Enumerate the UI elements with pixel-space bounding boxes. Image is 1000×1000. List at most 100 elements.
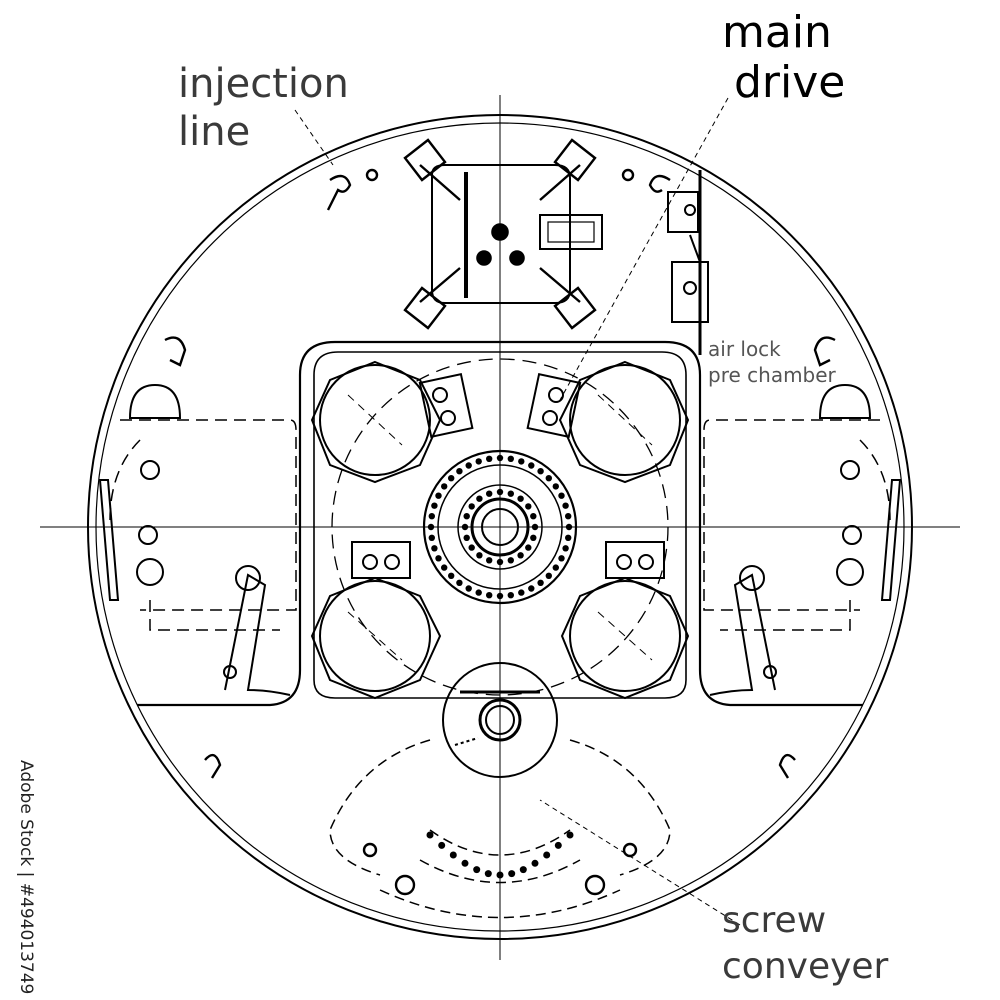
- outer-bolt: [537, 579, 544, 586]
- inner-bolt: [496, 558, 504, 566]
- injection-line-label-1: injection: [178, 61, 349, 107]
- bolt-ring-outer: [427, 454, 573, 600]
- outer-bolt: [441, 483, 448, 490]
- screw-conveyer-leader: [539, 799, 741, 926]
- segment-erector: [329, 739, 671, 919]
- erector-bolt: [554, 841, 562, 849]
- main-bearing: [422, 449, 578, 605]
- inner-bolt: [517, 552, 524, 559]
- outer-bolt: [552, 564, 559, 571]
- erector-bolt: [519, 866, 527, 874]
- right-gantry: [703, 419, 891, 631]
- main-drive-label-2: drive: [734, 57, 846, 108]
- outer-bolt: [448, 475, 455, 482]
- outer-bolt: [465, 585, 472, 592]
- inner-bolt: [530, 513, 537, 520]
- outer-bolt: [558, 555, 565, 562]
- inner-bolt: [486, 490, 493, 497]
- outer-bolt: [428, 513, 435, 520]
- outer-bolt: [562, 545, 569, 552]
- outer-bolt: [475, 589, 482, 596]
- outer-bolt: [456, 468, 463, 475]
- bolt-ring-inner: [461, 488, 539, 566]
- screw-conveyer-tube: [442, 662, 558, 778]
- erector-bolt: [461, 859, 469, 867]
- inner-bolt: [476, 495, 483, 502]
- outer-bolt: [562, 502, 569, 509]
- outer-bolt: [486, 455, 493, 462]
- screw-conveyer-label-1: screw: [722, 900, 827, 941]
- outer-bolt: [475, 458, 482, 465]
- screw-conveyer-label: screw conveyer: [722, 898, 888, 990]
- side-jacks: [98, 383, 902, 696]
- air-lock-label-2: pre chamber: [708, 363, 836, 387]
- erector-bolt: [449, 851, 457, 859]
- air-lock-label-1: air lock: [708, 337, 781, 361]
- outer-bolt: [528, 462, 535, 469]
- outer-bolt: [558, 492, 565, 499]
- inner-bolt: [525, 503, 532, 510]
- main-drive-label: main drive: [722, 8, 845, 108]
- inner-bolt: [468, 544, 475, 551]
- main-drive-label-1: main: [722, 7, 832, 58]
- cylinder-top-left: [310, 360, 474, 484]
- cylinder-top-right: [526, 360, 690, 484]
- erector-bolt: [566, 831, 574, 839]
- bulkhead-inner: [313, 351, 687, 699]
- inner-bolt: [507, 557, 514, 564]
- outer-bolt: [441, 564, 448, 571]
- injection-fittings: [164, 168, 836, 896]
- inner-bolt: [461, 523, 469, 531]
- erector-bolt: [543, 851, 551, 859]
- outer-bolt: [431, 545, 438, 552]
- outer-bolt: [518, 458, 525, 465]
- inner-bolt: [530, 534, 537, 541]
- erector-bolt: [473, 866, 481, 874]
- injection-line-label: injection line: [178, 60, 349, 156]
- stock-id-label: Adobe Stock | #494013749: [10, 760, 36, 994]
- outer-bolt: [428, 534, 435, 541]
- outer-bolt: [465, 462, 472, 469]
- inner-bolt: [525, 544, 532, 551]
- inner-bolt: [463, 534, 470, 541]
- outer-bolt: [537, 468, 544, 475]
- outer-bolt: [496, 454, 504, 462]
- thrust-cylinders: [310, 360, 690, 700]
- inner-bolt: [517, 495, 524, 502]
- outer-bolt: [431, 502, 438, 509]
- cylinder-bottom-left: [310, 541, 442, 700]
- injection-line-label-2: line: [178, 109, 251, 155]
- outer-bolt: [427, 523, 435, 531]
- outer-bolt: [456, 579, 463, 586]
- inner-bolt: [468, 503, 475, 510]
- outer-bolt: [486, 592, 493, 599]
- outer-bolt: [552, 483, 559, 490]
- outer-bolt: [435, 555, 442, 562]
- outer-bolt: [435, 492, 442, 499]
- erector-bolt: [484, 870, 492, 878]
- outer-bolt: [528, 585, 535, 592]
- cutterhead-dash-circle: [331, 358, 669, 696]
- erector-bolt: [531, 859, 539, 867]
- screw-conveyer-label-2: conveyer: [722, 946, 889, 987]
- inner-bolt: [531, 523, 539, 531]
- injection-line-leader: [294, 109, 334, 166]
- air-lock-label: air lock pre chamber: [708, 336, 836, 388]
- outer-bolt: [545, 475, 552, 482]
- cylinder-bottom-right: [560, 541, 690, 700]
- outer-bolt: [565, 523, 573, 531]
- inner-bolt: [486, 557, 493, 564]
- stock-id-text: Adobe Stock | #494013749: [16, 760, 36, 995]
- erector-bolts: [426, 831, 574, 879]
- erector-bolt: [508, 870, 516, 878]
- bulkhead-platform: [137, 340, 863, 707]
- outer-bolt: [518, 589, 525, 596]
- outer-bolt: [545, 572, 552, 579]
- erector-bolt: [438, 841, 446, 849]
- erector-bolt: [496, 871, 504, 879]
- air-lock-apparatus: [667, 191, 709, 323]
- main-drive-box: [403, 138, 603, 330]
- inner-bolt: [507, 490, 514, 497]
- outer-bolt: [507, 455, 514, 462]
